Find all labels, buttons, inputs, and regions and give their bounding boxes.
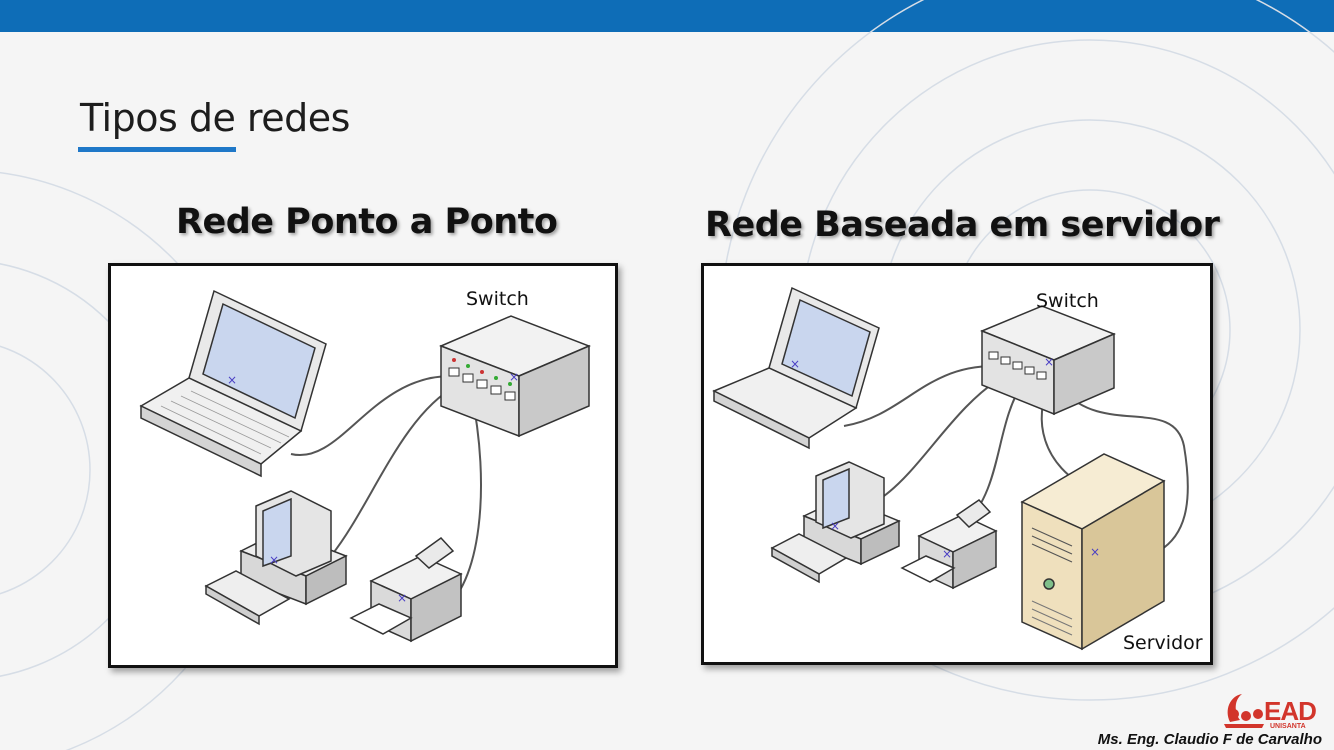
svg-text:×: × (509, 370, 519, 384)
laptop-device: × (139, 289, 327, 478)
switch-device: × (980, 305, 1116, 416)
peer-to-peer-title: Rede Ponto a Ponto (176, 202, 558, 242)
svg-text:×: × (830, 519, 840, 533)
slide-title: Tipos de redes (80, 96, 350, 140)
server-based-drawing: × × × (712, 286, 1189, 651)
desktop-computer-device: × (770, 461, 901, 584)
peer-to-peer-diagram: × × × (108, 263, 618, 668)
desktop-computer-device: × (204, 490, 348, 626)
server-device: × (1020, 453, 1166, 651)
ead-logo: EAD UNISANTA (1224, 694, 1317, 730)
svg-text:×: × (942, 547, 952, 561)
laptop-device: × (712, 286, 880, 450)
server-label: Servidor (1123, 632, 1203, 654)
switch-label: Switch (1036, 290, 1099, 312)
svg-text:UNISANTA: UNISANTA (1270, 723, 1306, 730)
svg-text:×: × (1090, 545, 1100, 559)
title-underline (78, 147, 236, 152)
peer-to-peer-drawing: × × × (139, 289, 591, 643)
server-based-diagram: × × × (701, 263, 1213, 665)
printer-device: × (349, 537, 463, 643)
svg-text:EAD: EAD (1264, 696, 1316, 726)
author-credit: Ms. Eng. Claudio F de Carvalho (1097, 731, 1322, 748)
svg-text:×: × (227, 373, 237, 387)
svg-text:×: × (269, 553, 279, 567)
top-bar (0, 0, 1334, 32)
server-based-title: Rede Baseada em servidor (705, 205, 1220, 245)
switch-device: × (439, 315, 591, 438)
svg-text:×: × (397, 591, 407, 605)
svg-text:×: × (1044, 355, 1054, 369)
printer-device: × (900, 499, 998, 590)
switch-label: Switch (466, 288, 529, 310)
svg-text:×: × (790, 357, 800, 371)
